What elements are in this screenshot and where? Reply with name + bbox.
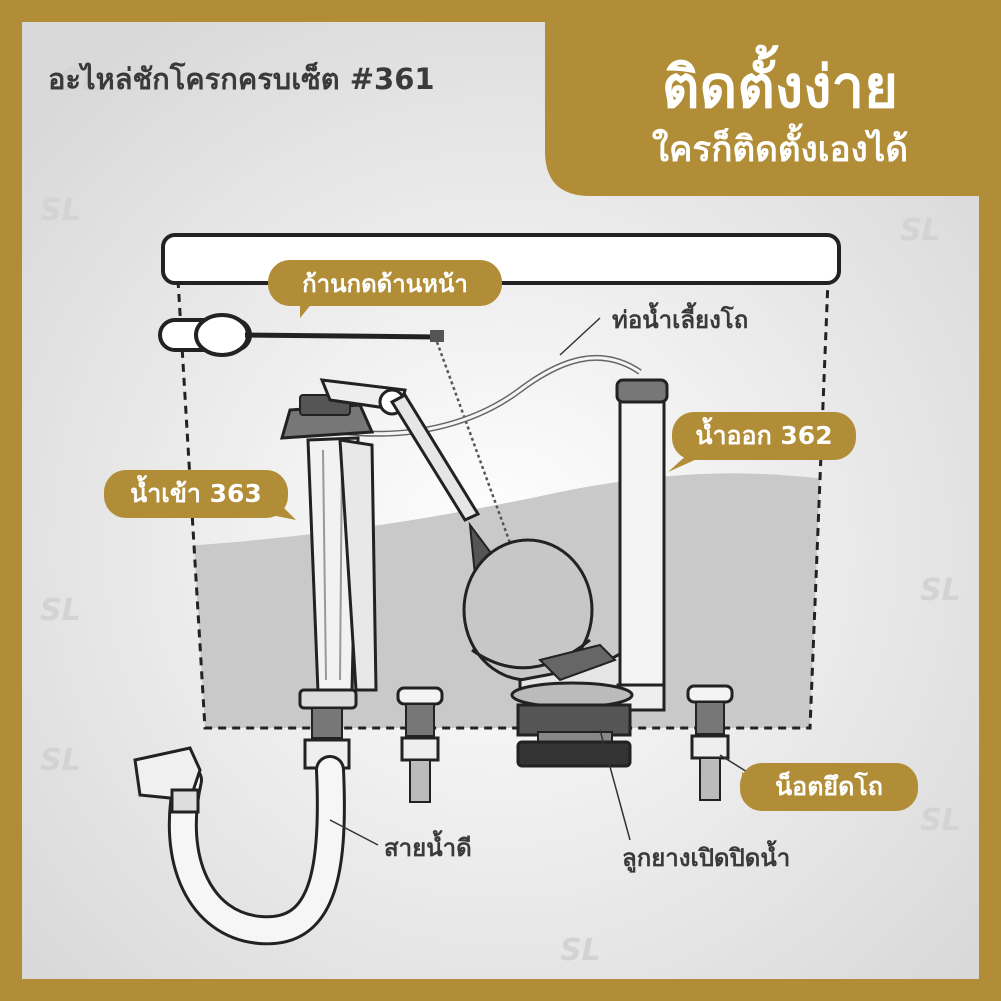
overflow-pipe-part: [615, 378, 669, 712]
badge-headline: ติดตั้งง่าย: [661, 53, 899, 121]
watermark-mark: SL: [40, 743, 81, 778]
badge-background: [545, 0, 1001, 196]
label-outlet-valve: น้ำออก 362: [672, 412, 856, 460]
bolt-right: [686, 684, 734, 801]
flush-valve-base: [510, 681, 634, 768]
watermark-mark: SL: [560, 933, 601, 968]
watermark-mark: SL: [60, 63, 101, 98]
bolt-left: [396, 686, 444, 803]
label-overflow-tube: ท่อน้ำเลี้ยงโถ: [612, 306, 749, 334]
watermark-mark: SL: [920, 573, 961, 608]
watermark-mark: SL: [40, 193, 81, 228]
watermark-mark: SL: [920, 803, 961, 838]
label-inlet-valve: น้ำเข้า 363: [104, 470, 288, 518]
watermark-mark: SL: [900, 213, 941, 248]
float-arm-part: [319, 378, 481, 522]
label-bolts: น็อตยึดโถ: [740, 763, 918, 811]
supply-hose-part: [133, 746, 346, 946]
label-supply-hose: สายน้ำดี: [384, 834, 472, 862]
page-title: อะไหล่ชักโครกครบเซ็ต #361: [48, 62, 435, 96]
watermark-mark: SL: [40, 593, 81, 628]
badge-subline: ใครก็ติดตั้งเองได้: [651, 130, 909, 170]
label-front-lever: ก้านกดด้านหน้า: [268, 260, 502, 306]
label-flapper: ลูกยางเปิดปิดน้ำ: [622, 844, 791, 872]
